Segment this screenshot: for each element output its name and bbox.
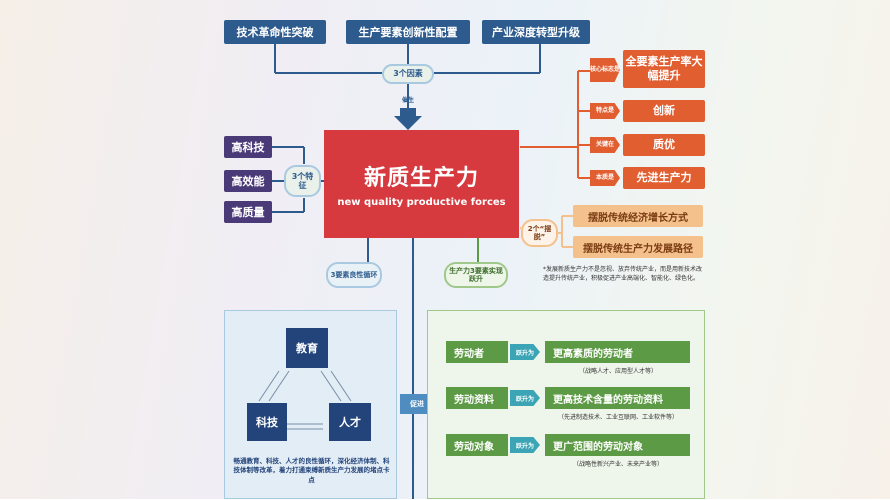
- left-panel: 教育 科技 人才 畅通教育、科技、人才的良性循环，深化经济体制、科技体制等改革，…: [224, 310, 397, 499]
- feature-box-high-quality: 高质量: [224, 201, 272, 223]
- trait-tag-core: 核心标志是: [590, 58, 620, 82]
- left-panel-label: 3要素良性循环: [326, 262, 382, 288]
- element-object-result: 更广范围的劳动对象: [545, 434, 690, 456]
- trait-tag-feature: 特点是: [590, 103, 620, 119]
- factors-group-label: 3个因素: [382, 64, 434, 84]
- node-technology: 科技: [247, 403, 287, 441]
- leap-arrow-1: 跃升为: [510, 344, 540, 360]
- trait-value-advanced: 先进生产力: [623, 167, 705, 189]
- leap-arrow-2: 跃升为: [510, 390, 540, 406]
- element-labor-note: （战略人才、应用型人才等）: [578, 368, 657, 375]
- trait-value-innovation: 创新: [623, 100, 705, 122]
- right-panel: 劳动者 跃升为 更高素质的劳动者 （战略人才、应用型人才等） 劳动资料 跃升为 …: [427, 310, 705, 499]
- node-education: 教育: [286, 328, 328, 368]
- factor-box-industry: 产业深度转型升级: [482, 20, 590, 44]
- trait-tag-essence: 本质是: [590, 170, 620, 186]
- center-title: 新质生产力: [363, 166, 479, 191]
- arrow-label-spawn: 催生: [401, 97, 414, 104]
- breakthrough-note: *发展新质生产力不是忽视、放弃传统产业，而是用新技术改造提升传统产业，积极促进产…: [543, 266, 703, 282]
- factor-box-tech: 技术革命性突破: [224, 20, 326, 44]
- trait-value-tfp: 全要素生产率大幅提升: [623, 50, 705, 88]
- center-subtitle: new quality productive forces: [337, 197, 506, 208]
- breakthrough-growth: 摆脱传统经济增长方式: [573, 205, 703, 227]
- element-object: 劳动对象: [446, 434, 508, 456]
- element-labor: 劳动者: [446, 341, 508, 363]
- element-labor-result: 更高素质的劳动者: [545, 341, 690, 363]
- element-means: 劳动资料: [446, 387, 508, 409]
- element-object-note: （战略性新兴产业、未来产业等）: [572, 461, 663, 468]
- right-panel-label: 生产力3要素实现跃升: [444, 262, 508, 288]
- node-talent: 人才: [329, 403, 371, 441]
- factor-box-allocation: 生产要素创新性配置: [346, 20, 470, 44]
- center-concept-box: 新质生产力 new quality productive forces: [324, 130, 519, 238]
- element-means-result: 更高技术含量的劳动资料: [545, 387, 690, 409]
- cycle-arrows: [258, 370, 352, 430]
- left-panel-note: 畅通教育、科技、人才的良性循环，深化经济体制、科技体制等改革，着力打通束缚新质生…: [233, 457, 390, 484]
- breakthroughs-label: 2个“摆脱”: [521, 219, 558, 247]
- element-means-note: （先进制造技术、工业互联网、工业软件等）: [557, 414, 678, 421]
- feature-box-high-tech: 高科技: [224, 136, 272, 158]
- features-group-label: 3个特征: [284, 165, 321, 197]
- feature-box-high-efficiency: 高效能: [224, 170, 272, 192]
- breakthrough-path: 摆脱传统生产力发展路径: [573, 236, 703, 258]
- leap-arrow-3: 跃升为: [510, 437, 540, 453]
- promote-arrow: 促进: [400, 394, 434, 414]
- trait-tag-key: 关键在: [590, 137, 620, 153]
- trait-value-quality: 质优: [623, 134, 705, 156]
